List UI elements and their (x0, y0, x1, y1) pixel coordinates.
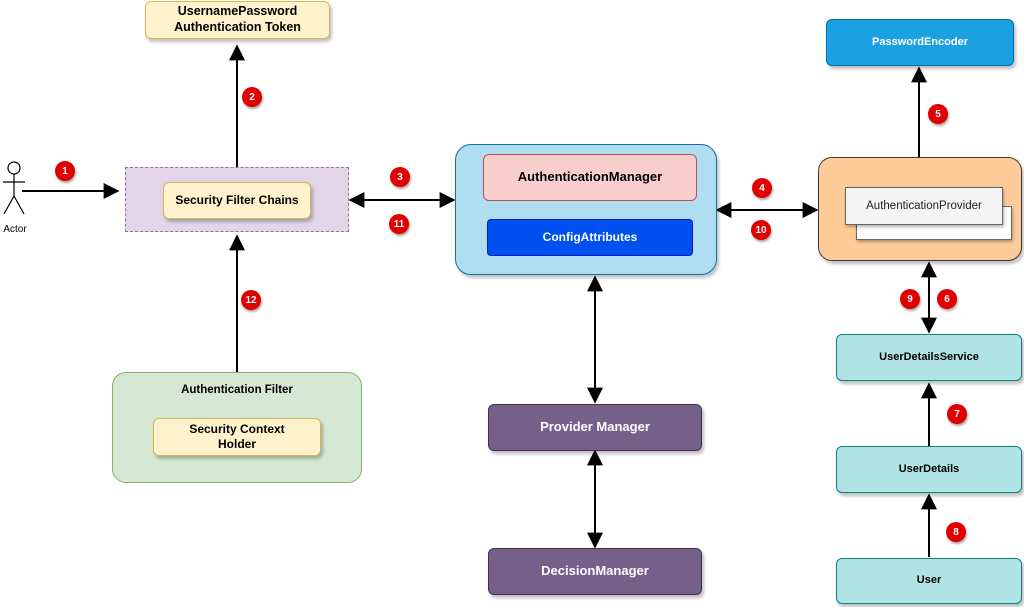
step-badge-2: 2 (242, 87, 262, 107)
decision-manager-box[interactable]: DecisionManager (488, 548, 702, 595)
actor-icon (3, 161, 25, 215)
authentication-manager-label: AuthenticationManager (517, 169, 663, 185)
security-filter-chains-label: Security Filter Chains (175, 193, 299, 207)
user-details-label: UserDetails (898, 462, 960, 475)
step-badge-10: 10 (751, 220, 771, 240)
step-badge-3: 3 (390, 167, 410, 187)
user-details-service-box[interactable]: UserDetailsService (836, 334, 1022, 381)
provider-manager-label: Provider Manager (540, 419, 650, 435)
security-context-holder-label: Security Context Holder (189, 422, 285, 451)
actor-label: Actor (3, 224, 27, 235)
authentication-token-label: UsernamePassword Authentication Token (174, 4, 301, 34)
config-attributes-box[interactable]: ConfigAttributes (487, 219, 693, 256)
decision-manager-label: DecisionManager (541, 563, 649, 579)
user-label: User (916, 574, 942, 587)
password-encoder-box[interactable]: PasswordEncoder (826, 19, 1014, 66)
authentication-token-box[interactable]: UsernamePassword Authentication Token (145, 1, 330, 39)
security-filter-chains-box[interactable]: Security Filter Chains (163, 182, 311, 219)
authentication-manager-box[interactable]: AuthenticationManager (483, 154, 697, 201)
config-attributes-label: ConfigAttributes (542, 230, 638, 244)
step-badge-8: 8 (946, 522, 966, 542)
authentication-provider-box[interactable]: AuthenticationProvider (845, 187, 1003, 225)
step-badge-11: 11 (389, 214, 409, 234)
user-details-box[interactable]: UserDetails (836, 446, 1022, 493)
security-context-holder-box[interactable]: Security Context Holder (153, 418, 321, 456)
provider-manager-box[interactable]: Provider Manager (488, 404, 702, 451)
step-badge-6: 6 (937, 289, 957, 309)
step-badge-7: 7 (947, 404, 967, 424)
step-badge-5: 5 (928, 104, 948, 124)
user-details-service-label: UserDetailsService (879, 350, 979, 363)
authentication-filter-title: Authentication Filter (181, 384, 293, 396)
step-badge-4: 4 (752, 178, 772, 198)
step-badge-1: 1 (55, 161, 75, 181)
step-badge-9: 9 (900, 289, 920, 309)
step-badge-12: 12 (241, 290, 261, 310)
authentication-provider-label: AuthenticationProvider (866, 199, 982, 212)
password-encoder-label: PasswordEncoder (872, 35, 968, 48)
user-box[interactable]: User (836, 558, 1022, 604)
